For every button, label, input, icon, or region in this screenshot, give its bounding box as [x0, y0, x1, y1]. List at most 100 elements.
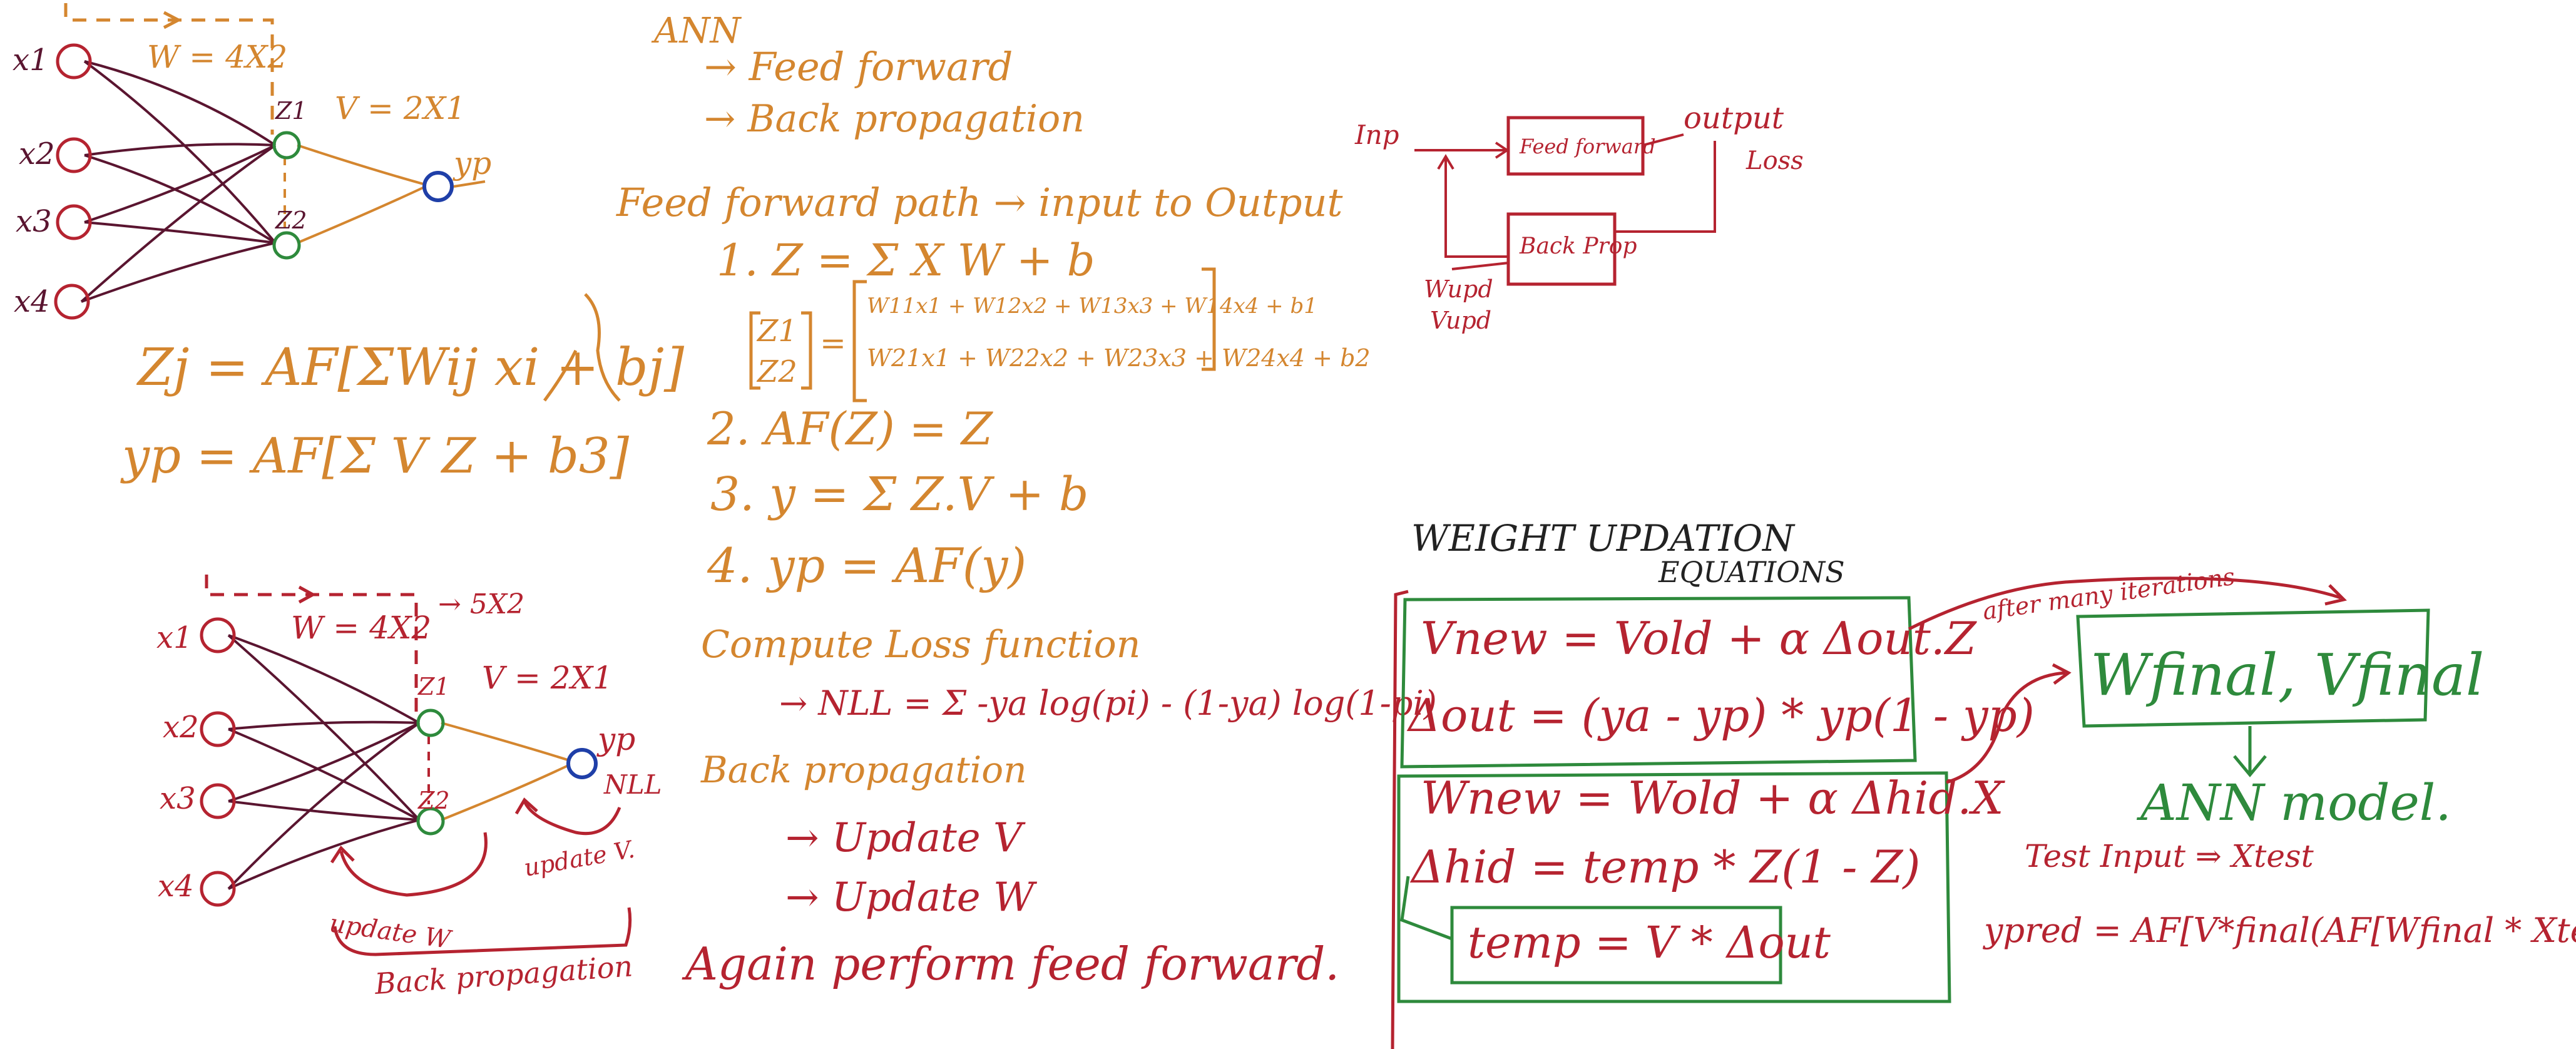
weights-temp-arrow: [1400, 876, 1453, 941]
weights-w-arrowhead: [2052, 663, 2072, 685]
flow-backprop-box: [1506, 212, 1617, 286]
weights-title: WEIGHT UPDATION: [1411, 517, 1796, 560]
weights-eq-temp: temp = V * Δout: [1468, 917, 1831, 968]
bottom-update-w-arrowhead: [330, 846, 355, 864]
bottom-output-label: yp: [596, 721, 635, 757]
ann-item-back-propagation: → Back propagation: [704, 97, 1085, 141]
network-bottom: x1 x2 x3 x4 Z1 Z2 yp W = 4X2 → 5X2 V = 2…: [156, 575, 662, 1001]
weights-ypred: ypred = AF[V*final(AF[Wfinal * Xtest])]: [1983, 911, 2576, 950]
ann-step-1: 1. Z = Σ X W + b: [717, 235, 1095, 286]
weights-final-box: [2076, 608, 2430, 728]
bottom-input-label-4: x4: [158, 869, 194, 904]
matrix-equals: =: [820, 325, 846, 361]
matrix-row-2: W21x1 + W22x2 + W23x3 + W24x4 + b2: [867, 344, 1371, 372]
ann-step-2: 2. AF(Z) = Z: [707, 402, 994, 455]
top-zj-equation: Zj = AF[ΣWij xi + bj]: [136, 338, 685, 397]
top-hidden-node-1: [272, 131, 301, 160]
weights-final: Wfinal, Vfinal: [2090, 642, 2484, 709]
top-input-node-1: [56, 43, 92, 79]
ann-step-4: 4. yp = AF(y): [707, 538, 1026, 593]
ann-compute-loss: Compute Loss function: [701, 623, 1140, 667]
weights-iterations-arrowhead: [2324, 584, 2347, 606]
weights-temp-box: [1450, 906, 1782, 985]
flow-backprop-label: Back Prop: [1519, 233, 1637, 259]
ann-backprop-heading: Back propagation: [700, 749, 1027, 791]
ann-update-w: → Update W: [785, 874, 1038, 921]
top-hidden-output-edges: [297, 144, 426, 244]
bottom-w-shape-note: → 5X2: [438, 588, 524, 620]
flow-output: output: [1684, 101, 1784, 136]
top-dashed-bracket: [64, 3, 274, 135]
top-input-label-1: x1: [13, 43, 49, 78]
flow-return-arrowhead: [1437, 154, 1454, 170]
network-top: x1 x2 x3 x4 Z1 Z2 yp W = 4X2 V = 2X1 Zj …: [13, 3, 685, 484]
bottom-w-label: W = 4X2: [291, 610, 431, 646]
bottom-v-label: V = 2X1: [482, 660, 613, 696]
top-zj-brace: [543, 293, 621, 402]
bottom-hidden-node-2: [416, 807, 445, 836]
top-input-hidden-edges: [80, 60, 277, 303]
top-input-label-4: x4: [14, 284, 50, 319]
matrix-row-1: W11x1 + W12x2 + W13x3 + W14x4 + b1: [867, 294, 1317, 319]
top-v-label: V = 2X1: [335, 90, 466, 126]
weights-box-bottom: [1397, 771, 1951, 1003]
top-yp-equation: yp = AF[Σ V Z + b3]: [120, 428, 630, 484]
bottom-input-label-2: x2: [163, 710, 199, 745]
flow-weight-note-2: Vupd: [1430, 307, 1491, 334]
weights-eq-v: Vnew = Vold + α Δout.Z: [1421, 612, 1978, 665]
top-output-node: [422, 171, 454, 202]
bottom-input-node-2: [200, 711, 236, 747]
weights-subtitle: EQUATIONS: [1658, 555, 1845, 589]
bottom-loss-label: NLL: [603, 769, 662, 800]
bottom-input-label-3: x3: [160, 781, 196, 816]
ann-update-v: → Update V: [785, 815, 1026, 861]
ann-again: Again perform feed forward.: [682, 938, 1339, 990]
top-input-label-3: x3: [16, 204, 52, 239]
bottom-dashed-arrowhead: [298, 585, 317, 604]
bottom-update-v-label: update V.: [522, 836, 636, 882]
matrix-lhs-2: Z2: [756, 354, 797, 389]
bottom-hidden-node-1: [416, 709, 445, 737]
weights-ann-model: ANN model.: [2136, 774, 2451, 832]
weights-eq-dhid: Δhid = temp * Z(1 - Z): [1409, 841, 1920, 893]
flow-diagram: Inp Feed forward output Loss Back Prop W…: [1354, 101, 1804, 334]
top-input-node-2: [56, 137, 92, 173]
bottom-backprop-brace: [333, 907, 632, 956]
bottom-hidden-output-edges: [441, 722, 570, 821]
top-input-node-4: [54, 284, 90, 320]
flow-inp: Inp: [1354, 120, 1399, 150]
ann-matrix: Z1 Z2 = W11x1 + W12x2 + W13x3 + W14x4 + …: [749, 267, 1371, 402]
flow-loss: Loss: [1745, 146, 1804, 175]
top-hidden-label-1: Z1: [275, 97, 307, 125]
bottom-input-node-4: [200, 871, 236, 907]
bottom-input-label-1: x1: [156, 620, 193, 655]
ann-notes: ANN → Feed forward → Back propagation Fe…: [616, 11, 1437, 990]
matrix-rhs-bracket: [852, 267, 1216, 402]
bottom-update-v-arrowhead: [514, 797, 538, 815]
ann-heading: ANN: [651, 11, 742, 51]
weights-w-arrow: [1946, 671, 2066, 784]
flow-feed-forward-label: Feed forward: [1519, 135, 1656, 158]
weights-model-arrow: [2233, 726, 2267, 777]
flow-weight-arrow: [1451, 262, 1509, 270]
bottom-hidden-label-2: Z2: [417, 787, 450, 814]
weights-box-top: [1400, 596, 1917, 769]
top-hidden-label-2: Z2: [275, 207, 307, 234]
ann-ff-path: Feed forward path → input to Output: [616, 180, 1342, 225]
bottom-input-node-3: [200, 783, 236, 819]
ann-item-feed-forward: → Feed forward: [704, 44, 1013, 90]
weights-eq-w: Wnew = Wold + α Δhid.X: [1421, 772, 2005, 824]
top-input-node-3: [56, 204, 92, 240]
flow-weight-note-1: Wupd: [1424, 275, 1493, 303]
matrix-lhs-1: Z1: [756, 314, 797, 349]
ann-nll-equation: → NLL = Σ -ya log(pi) - (1-ya) log(1-pi): [779, 683, 1437, 723]
top-input-label-2: x2: [19, 136, 55, 171]
top-dashed-arrowhead: [163, 11, 182, 29]
bottom-backprop-label: Back propagation: [373, 949, 634, 1001]
flow-feed-forward-box: [1506, 116, 1645, 176]
flow-return-line: [1444, 156, 1508, 258]
flow-loss-line: [1615, 141, 1716, 233]
flow-ff-output-line: [1642, 133, 1684, 146]
bottom-hidden-label-1: Z1: [417, 673, 450, 700]
